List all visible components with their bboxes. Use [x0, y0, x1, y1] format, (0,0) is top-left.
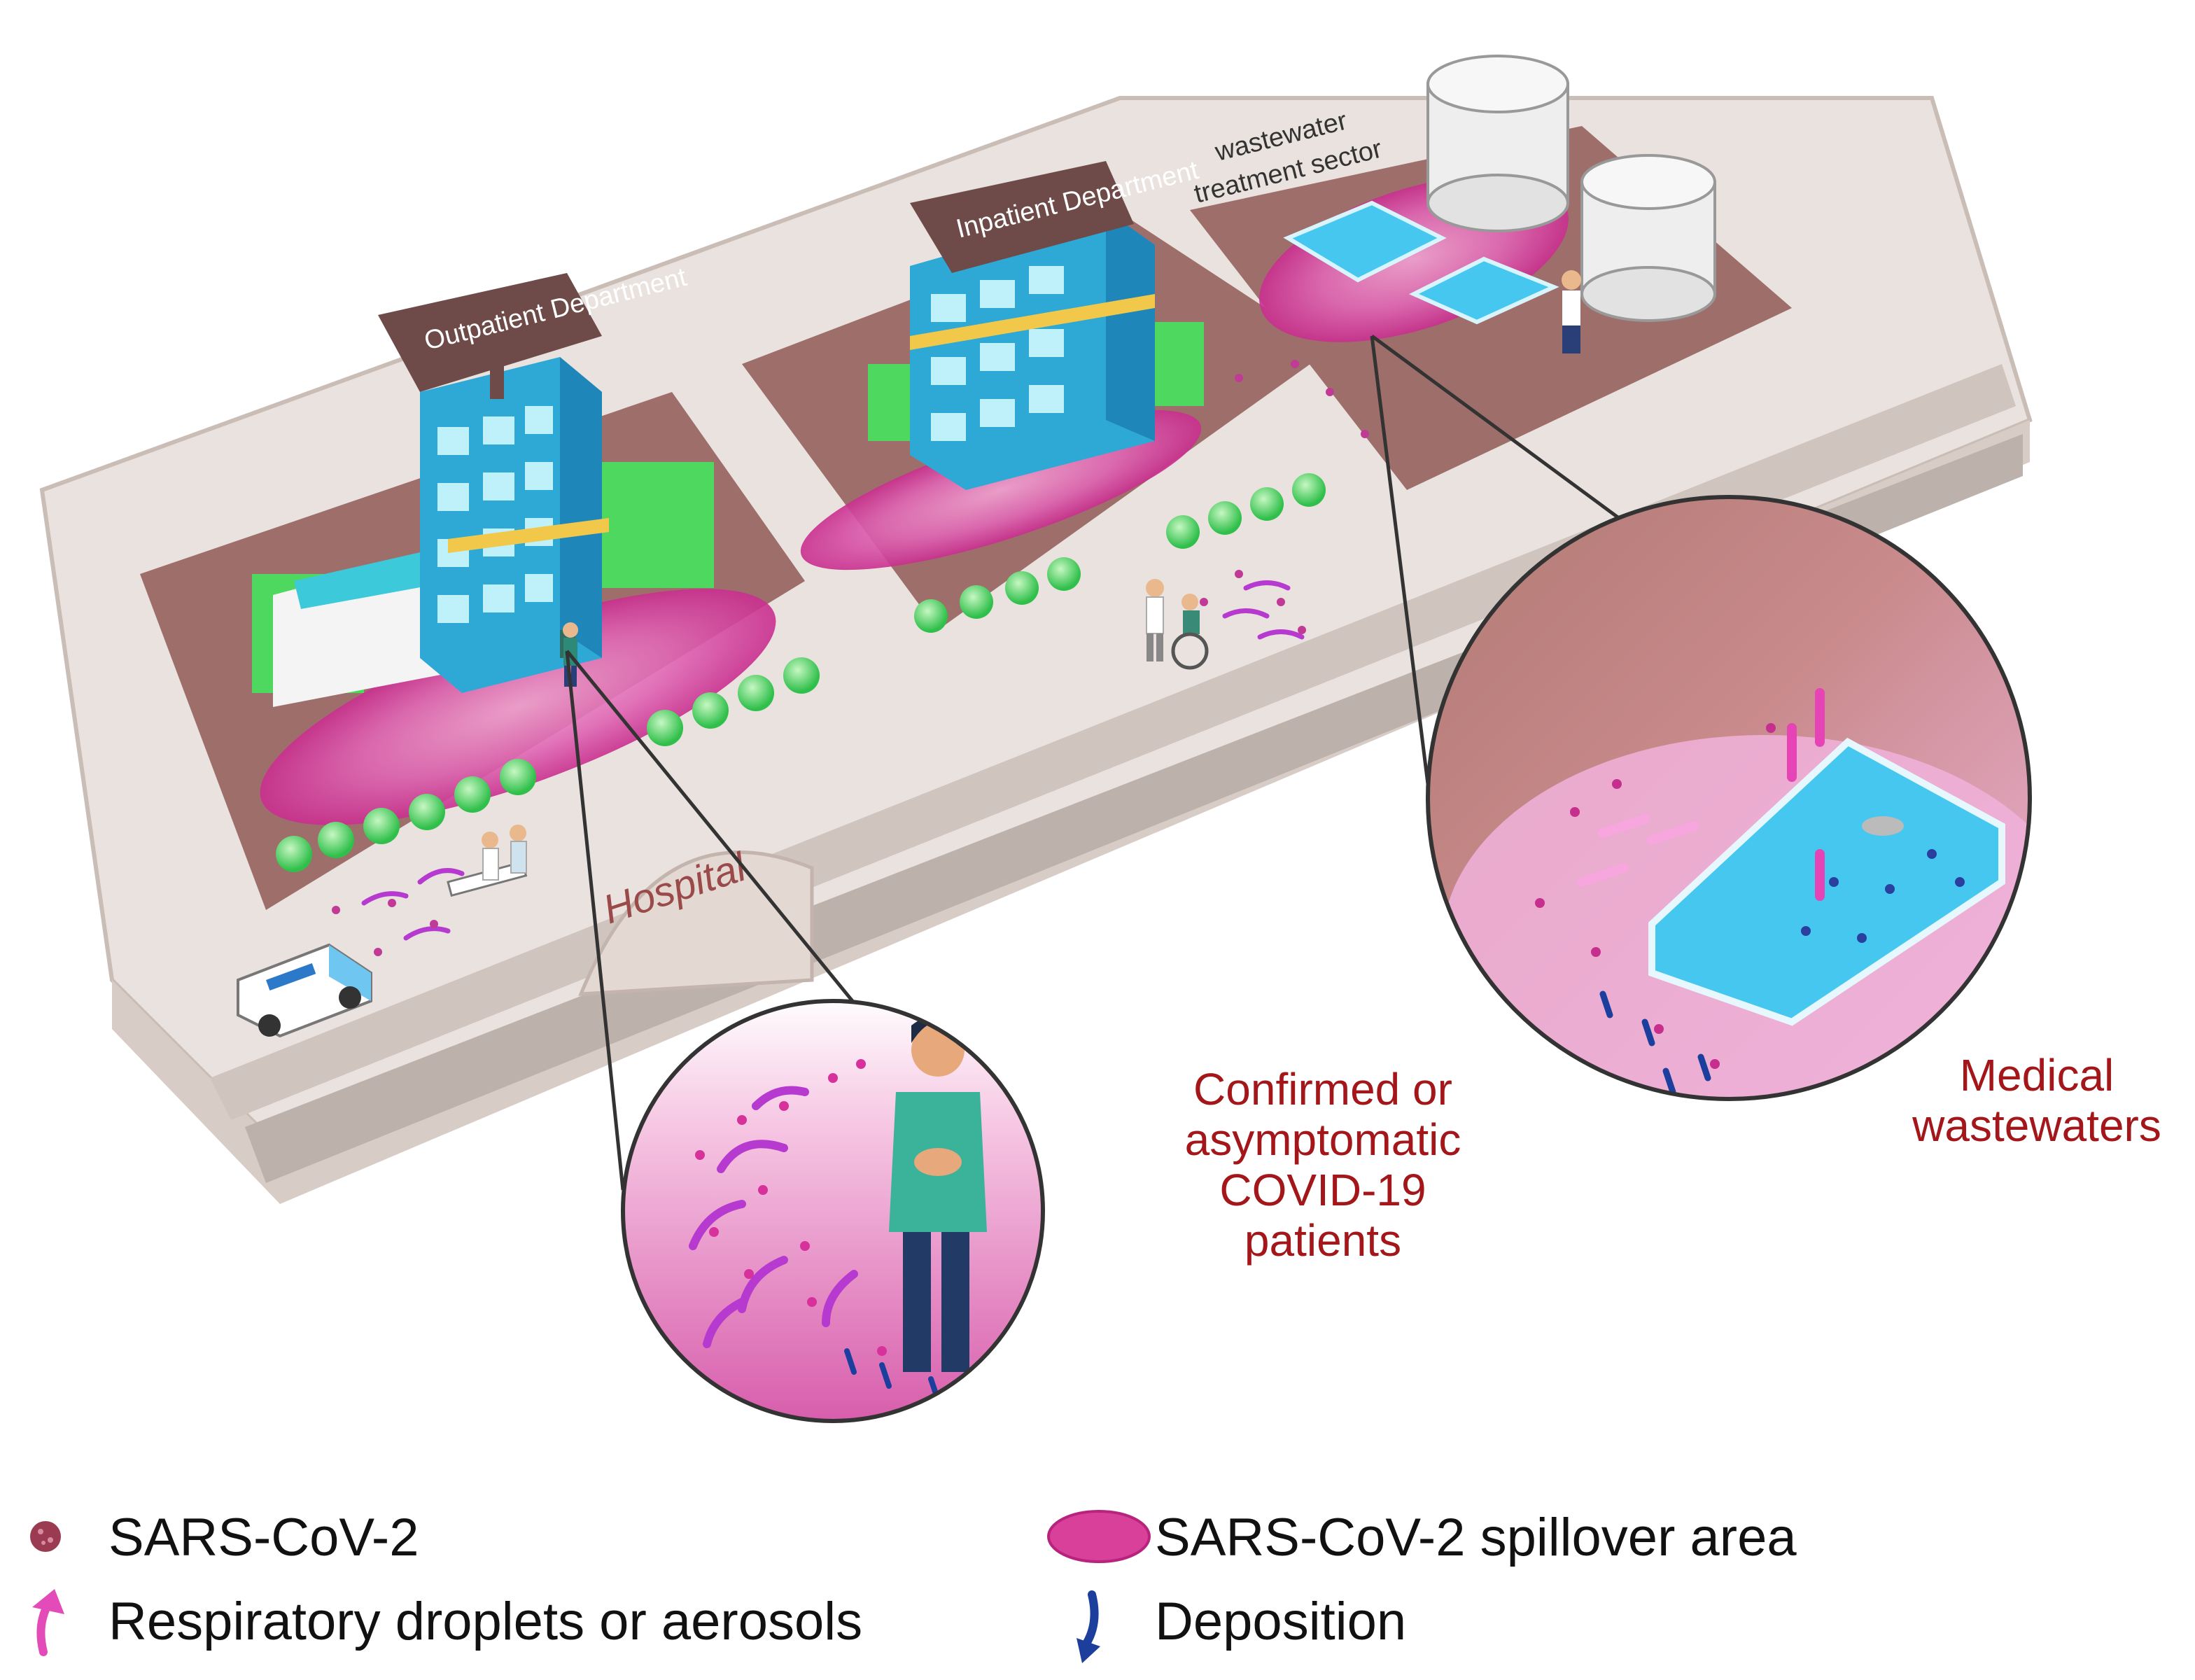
- virus-icon: [30, 1521, 61, 1552]
- patients-callout-line: COVID-19: [1219, 1165, 1426, 1215]
- legend-droplets-label: Respiratory droplets or aerosols: [108, 1592, 863, 1651]
- wastewater-callout-line: wastewaters: [1912, 1100, 2161, 1151]
- outpatient-building: Outpatient Department: [252, 262, 714, 707]
- trees: [276, 473, 1326, 872]
- patients-callout: Confirmed or asymptomatic COVID-19 patie…: [1162, 1064, 1484, 1266]
- wastewater-tank-icon: [1426, 55, 1716, 322]
- treatment-pool-2: [1408, 256, 1559, 325]
- wheelchair-icon: [1146, 579, 1209, 670]
- wastewater-callout: Medical wastewaters: [1890, 1050, 2184, 1151]
- scene-virus-dots: [332, 360, 1369, 956]
- ambulance-icon: [237, 943, 372, 1038]
- patients-callout-line: Confirmed or: [1193, 1064, 1452, 1114]
- patients-callout-line: patients: [1244, 1215, 1402, 1266]
- patients-callout-line: asymptomatic: [1184, 1114, 1461, 1165]
- spillover-area-outpatient: [260, 589, 776, 825]
- droplet-arrow-icon: [32, 1589, 64, 1656]
- legend-virus-label: SARS-CoV-2: [108, 1508, 419, 1567]
- legend-deposition-label: Deposition: [1155, 1592, 1407, 1651]
- wastewater-zoom-circle: [1426, 495, 2032, 1101]
- patient-person-icon: [889, 1015, 987, 1372]
- outpatient-sign: [378, 273, 602, 392]
- treatment-pool-1: [1283, 200, 1447, 283]
- legend-spillover-label: SARS-CoV-2 spillover area: [1155, 1508, 1797, 1567]
- patient-zoom-circle: [621, 999, 1045, 1423]
- wastewater-callout-line: Medical: [1959, 1050, 2115, 1100]
- worker-figure: [1562, 270, 1581, 354]
- inpatient-sign: [910, 161, 1134, 273]
- spillover-icon: [1047, 1510, 1151, 1563]
- deposition-arrow-icon: [1077, 1590, 1100, 1663]
- zoom-wastewater-droplet-arrows: [1577, 814, 1699, 887]
- zoom-droplet-arrows: [689, 1086, 858, 1348]
- legend-icons: [30, 1510, 1151, 1663]
- zoom-pool: [1648, 737, 2005, 1026]
- wastewater-sector: wastewater treatment sector: [1191, 55, 1716, 354]
- scene-droplet-arrows: [361, 580, 1305, 941]
- zoom-wastewater-deposition-arrows: [1599, 990, 1711, 1096]
- stretcher-staff: [447, 825, 528, 897]
